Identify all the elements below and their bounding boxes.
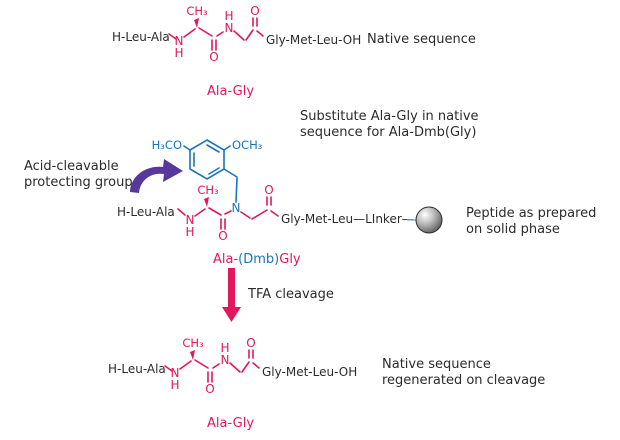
protecting-note-line1: Acid-cleavable [24, 159, 119, 174]
resin-bead [415, 206, 443, 234]
nitrogen-atom: N [225, 21, 234, 35]
regenerated-caption-line1: Native sequence [382, 357, 491, 372]
fragment-label-gly: Gly [279, 252, 301, 267]
fragment-label-ala: Ala- [213, 252, 238, 267]
bond [208, 207, 222, 216]
oxygen-atom: O [205, 382, 214, 396]
methyl-group: CH₃ [197, 183, 219, 197]
aromatic-double-bond [208, 167, 220, 175]
bond [233, 30, 245, 41]
bond [229, 362, 241, 373]
bond [179, 360, 192, 370]
solid-phase-caption-line1: Peptide as prepared [466, 206, 596, 221]
methoxy-group-left: H₃CO [152, 138, 182, 152]
nitrogen-atom: N [186, 213, 195, 227]
down-arrow-icon [222, 268, 241, 322]
left-residues-text: H-Leu-Ala [117, 205, 175, 219]
fragment-label: Ala-Gly [207, 416, 254, 431]
left-residues-text: H-Leu-Ala [108, 362, 166, 376]
bond [252, 362, 260, 369]
wedge-bond [190, 350, 195, 360]
tfa-cleavage-label: TFA cleavage [247, 287, 334, 302]
benzyl-bond [235, 177, 238, 203]
bond [270, 210, 279, 217]
dmb-protecting-group: H₃CO OCH₃ [152, 138, 263, 203]
bond [183, 145, 191, 151]
bond [240, 211, 251, 219]
bond [256, 30, 264, 37]
methoxy-group-right: OCH₃ [232, 138, 263, 152]
tfa-cleavage-step: TFA cleavage [222, 268, 334, 322]
substitution-note-line2: sequence for Ala-Dmb(Gly) [300, 125, 476, 140]
solid-phase-caption-line2: on solid phase [466, 222, 560, 237]
oxygen-atom: O [209, 50, 218, 64]
bond [194, 359, 209, 369]
substitution-note-line1: Substitute Ala-Gly in native [300, 109, 479, 124]
hydrogen-atom: H [185, 225, 194, 239]
curved-arrow-icon [130, 159, 183, 193]
right-residues-text: Gly-Met-Leu-OH [262, 365, 357, 379]
nitrogen-atom: N [171, 366, 180, 380]
hydrogen-atom: H [174, 46, 183, 60]
left-residues-text: H-Leu-Ala [112, 30, 170, 44]
protecting-group-note: Acid-cleavable protecting group [24, 159, 133, 190]
oxygen-atom: O [250, 4, 259, 18]
bond [241, 361, 250, 373]
dmb-nitrogen-atom: N [232, 201, 241, 215]
protecting-note-line2: protecting group [24, 175, 133, 190]
aromatic-double-bond [206, 144, 220, 153]
native-sequence-structure-bottom: H-Leu-Ala N H CH₃ O N H O Gly-Met-Leu-OH… [108, 336, 545, 431]
bond [216, 31, 224, 37]
right-residues-text: Gly-Met-Leu-OH [266, 33, 361, 47]
bond [168, 33, 177, 40]
nitrogen-atom: N [221, 353, 230, 367]
oxygen-atom: O [246, 336, 255, 350]
bond [251, 209, 268, 220]
bond [177, 208, 186, 216]
benzyl-bond [223, 168, 238, 178]
regenerated-caption-line2: regenerated on cleavage [382, 373, 545, 388]
hydrogen-atom: H [220, 341, 229, 355]
bond [223, 145, 231, 151]
substitution-note: Substitute Ala-Gly in native sequence fo… [300, 109, 479, 140]
oxygen-atom: O [264, 183, 273, 197]
fragment-label: Ala-Gly [207, 84, 254, 99]
native-sequence-caption: Native sequence [367, 32, 476, 47]
bond [224, 210, 232, 215]
fragment-label-dmb: (Dmb) [238, 252, 279, 267]
methyl-group: CH₃ [186, 4, 208, 18]
bond [212, 363, 220, 369]
wedge-bond [204, 197, 209, 207]
fragment-label: Ala-(Dmb)Gly [213, 252, 301, 267]
nitrogen-atom: N [175, 34, 184, 48]
bond [194, 208, 206, 217]
bond [164, 365, 173, 372]
bond [245, 29, 254, 41]
solid-phase-structure: H-Leu-Ala N H CH₃ O N O Gly-Met-Leu—LInk… [117, 183, 596, 267]
hydrogen-atom: H [170, 378, 179, 392]
oxygen-atom: O [218, 229, 227, 243]
methyl-group: CH₃ [182, 336, 204, 350]
hydrogen-atom: H [224, 9, 233, 23]
right-residues-text: Gly-Met-Leu—LInker— [281, 212, 414, 226]
bond [183, 28, 196, 38]
native-sequence-structure-top: H-Leu-Ala N H CH₃ O N H O Gly-Met-Leu-OH… [112, 4, 476, 99]
wedge-bond [194, 18, 199, 28]
bond [198, 27, 213, 37]
